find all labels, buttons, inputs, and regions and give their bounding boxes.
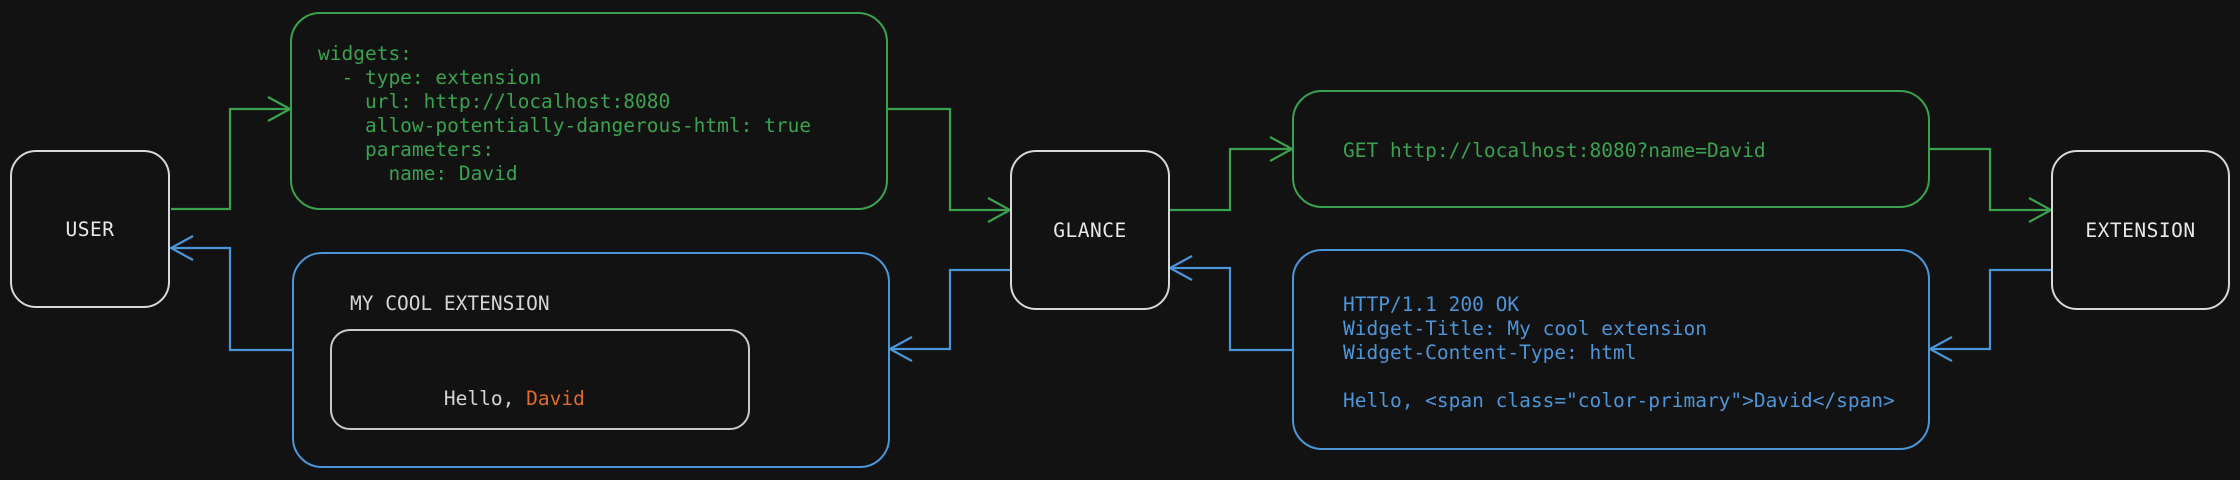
connector-widget-to-user — [168, 235, 292, 352]
connector-line — [1172, 266, 1292, 352]
greeting-text: Hello, David — [350, 363, 585, 435]
connector-glance-to-request — [1170, 136, 1295, 212]
connector-user-to-config — [171, 96, 293, 211]
arrowhead-left-icon — [168, 235, 194, 261]
http-response-code: HTTP/1.1 200 OK Widget-Title: My cool ex… — [1343, 293, 1895, 412]
connector-line — [1932, 268, 2051, 351]
connector-line — [173, 246, 292, 352]
widget-preview-title: MY COOL EXTENSION — [350, 292, 550, 315]
node-extension-label: EXTENSION — [2085, 218, 2196, 242]
connector-line — [892, 268, 1010, 351]
node-glance: GLANCE — [1010, 150, 1170, 310]
greeting-name: David — [526, 387, 585, 410]
greeting-prefix: Hello, — [443, 387, 527, 410]
arrowhead-left-icon — [887, 336, 913, 362]
node-user: USER — [10, 150, 170, 308]
yaml-config-box: widgets: - type: extension url: http://l… — [290, 12, 888, 210]
http-response-box: HTTP/1.1 200 OK Widget-Title: My cool ex… — [1292, 249, 1930, 450]
http-request-box: GET http://localhost:8080?name=David — [1292, 90, 1930, 208]
arrowhead-left-icon — [1927, 336, 1953, 362]
connector-extension-to-response — [1927, 268, 2051, 362]
connector-line — [171, 107, 288, 211]
yaml-config-code: widgets: - type: extension url: http://l… — [318, 42, 812, 185]
connector-glance-to-widget — [887, 268, 1010, 362]
connector-line — [888, 107, 1008, 212]
widget-inner-frame: Hello, David — [330, 329, 750, 430]
arrowhead-left-icon — [1167, 255, 1193, 281]
connector-line — [1930, 147, 2049, 212]
connector-config-to-glance — [888, 107, 1013, 223]
connector-request-to-extension — [1930, 147, 2054, 223]
node-glance-label: GLANCE — [1053, 218, 1127, 242]
http-request-code: GET http://localhost:8080?name=David — [1343, 139, 1766, 162]
connector-line — [1170, 147, 1290, 212]
connector-response-to-glance — [1167, 255, 1292, 352]
node-user-label: USER — [65, 217, 115, 241]
widget-preview-box: MY COOL EXTENSION Hello, David — [292, 252, 890, 468]
node-extension: EXTENSION — [2051, 150, 2230, 310]
